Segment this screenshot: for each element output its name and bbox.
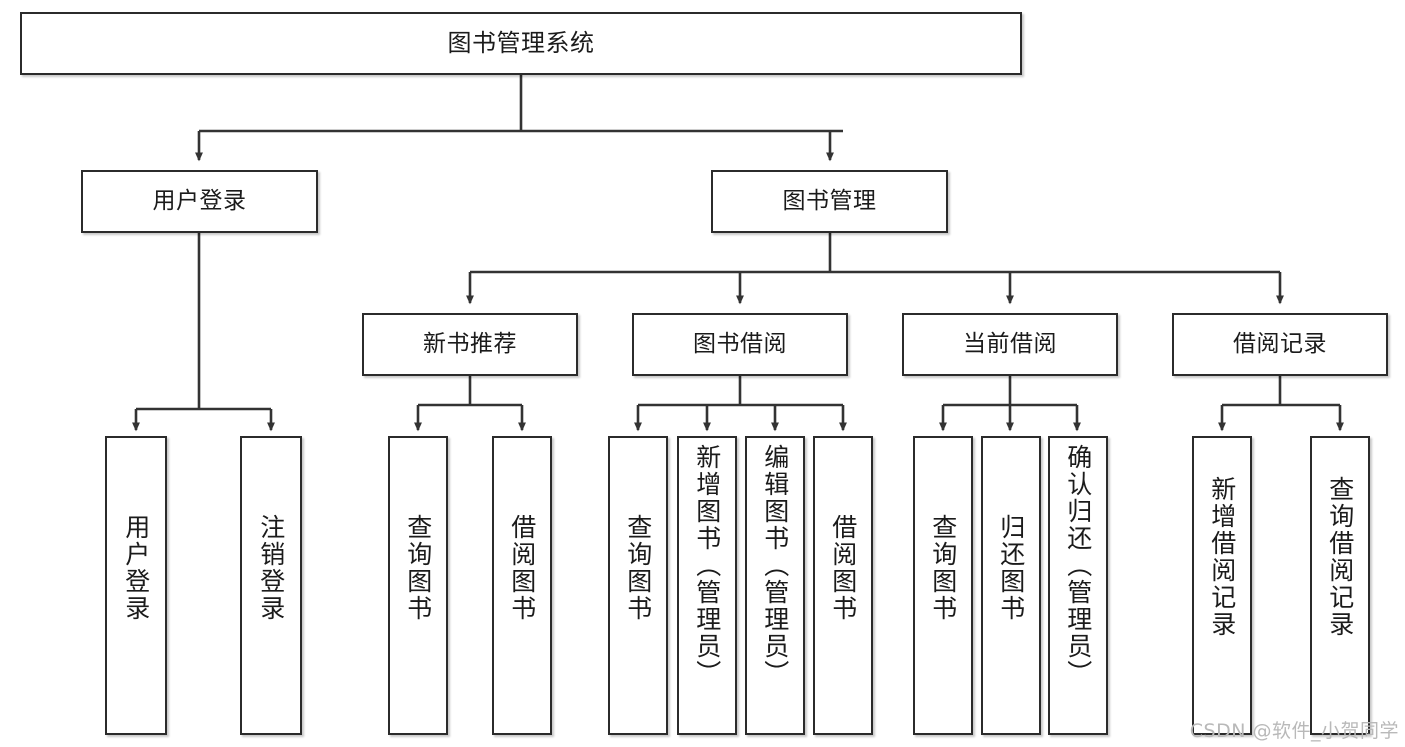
node-user-login-label: 用户登录 [152,187,247,214]
node-leaf-edit-book[interactable]: 编辑图书（管理员） [745,436,805,735]
node-new-book-rec[interactable]: 新书推荐 [362,313,578,376]
node-leaf-borrow-book-1-label: 借阅图书 [507,514,537,622]
node-leaf-query-book-1-label: 查询图书 [403,514,433,622]
node-leaf-borrow-book-2-label: 借阅图书 [828,514,858,622]
node-book-borrow[interactable]: 图书借阅 [632,313,848,376]
node-book-manage-label: 图书管理 [782,187,877,214]
node-leaf-user-login[interactable]: 用户登录 [105,436,167,735]
node-leaf-query-book-2-label: 查询图书 [623,514,653,622]
node-leaf-logout-label: 注销登录 [256,514,286,622]
node-leaf-query-book-2[interactable]: 查询图书 [608,436,668,735]
node-leaf-borrow-book-2[interactable]: 借阅图书 [813,436,873,735]
node-book-borrow-label: 图书借阅 [693,330,787,357]
node-leaf-edit-book-label: 编辑图书（管理员） [760,444,790,687]
node-leaf-add-book-label: 新增图书（管理员） [692,444,722,687]
node-new-book-rec-label: 新书推荐 [423,330,517,357]
node-current-borrow-label: 当前借阅 [963,330,1057,357]
node-leaf-add-book[interactable]: 新增图书（管理员） [677,436,737,735]
node-borrow-record-label: 借阅记录 [1233,330,1327,357]
node-leaf-add-record-label: 新增借阅记录 [1207,476,1237,638]
node-root-label: 图书管理系统 [447,29,595,58]
csdn-watermark: CSDN @软件_小贺同学 [1189,720,1399,742]
node-leaf-confirm-return[interactable]: 确认归还（管理员） [1048,436,1108,735]
node-user-login[interactable]: 用户登录 [81,170,318,233]
node-leaf-query-book-1[interactable]: 查询图书 [388,436,448,735]
node-leaf-logout[interactable]: 注销登录 [240,436,302,735]
node-leaf-confirm-return-label: 确认归还（管理员） [1063,444,1093,687]
node-leaf-return-book[interactable]: 归还图书 [981,436,1041,735]
node-leaf-user-login-label: 用户登录 [121,514,151,622]
node-leaf-add-record[interactable]: 新增借阅记录 [1192,436,1252,735]
node-leaf-query-record-label: 查询借阅记录 [1325,476,1355,638]
node-leaf-borrow-book-1[interactable]: 借阅图书 [492,436,552,735]
node-leaf-query-record[interactable]: 查询借阅记录 [1310,436,1370,735]
node-leaf-query-book-3-label: 查询图书 [928,514,958,622]
node-current-borrow[interactable]: 当前借阅 [902,313,1118,376]
node-root[interactable]: 图书管理系统 [20,12,1022,75]
node-book-manage[interactable]: 图书管理 [711,170,948,233]
node-borrow-record[interactable]: 借阅记录 [1172,313,1388,376]
node-leaf-query-book-3[interactable]: 查询图书 [913,436,973,735]
node-leaf-return-book-label: 归还图书 [996,514,1026,622]
